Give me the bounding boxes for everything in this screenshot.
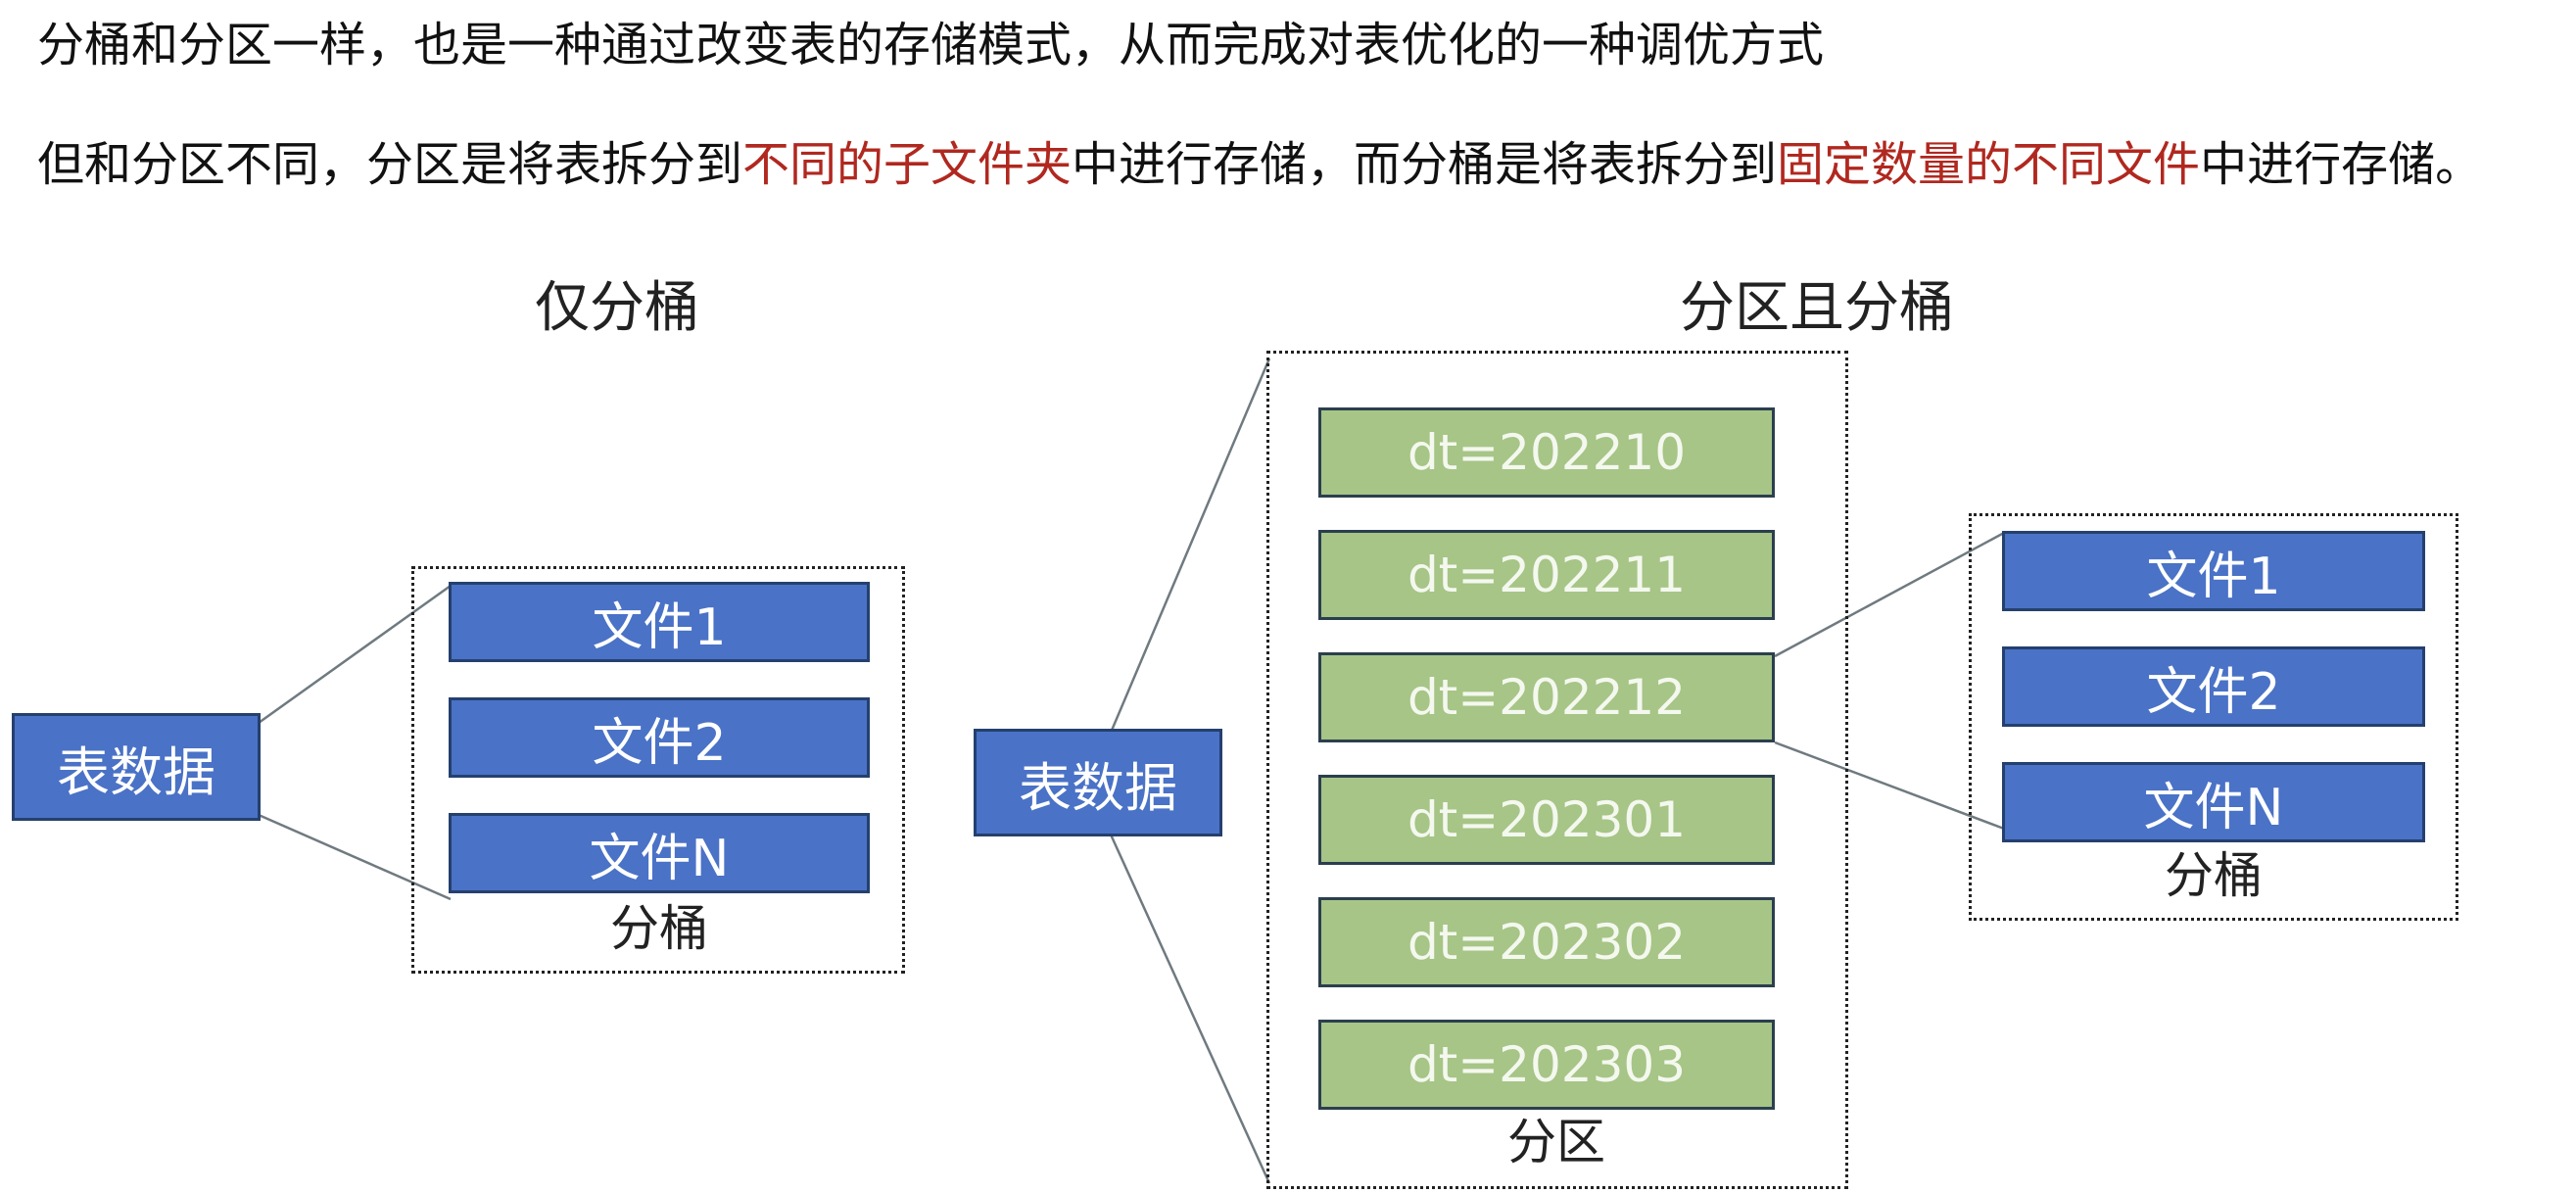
partition-box-4: dt=202301: [1318, 775, 1775, 865]
left-file-box-2: 文件2: [449, 697, 870, 778]
left-table-data-box: 表数据: [12, 713, 261, 821]
connector-partition-top: [1774, 531, 2005, 658]
left-panel-title: 仅分桶: [535, 276, 699, 340]
intro-line-2-part-1: 但和分区不同，分区是将表拆分到: [37, 137, 743, 192]
right-bucket-container: [1969, 513, 2458, 921]
left-bucket-container: [411, 566, 905, 974]
connector-right-bottom: [1109, 834, 1271, 1184]
right-table-data-box: 表数据: [974, 729, 1222, 836]
right-bucket-caption: 分桶: [2165, 847, 2263, 904]
partition-container: [1266, 351, 1848, 1189]
right-file-box-1: 文件1: [2002, 531, 2425, 611]
intro-line-2-part-2: 中进行存储，而分桶是将表拆分到: [1072, 137, 1778, 192]
intro-line-1: 分桶和分区一样，也是一种通过改变表的存储模式，从而完成对表优化的一种调优方式: [37, 18, 1825, 72]
connector-right-top: [1109, 358, 1271, 734]
connector-left-top: [258, 584, 452, 725]
partition-box-3: dt=202212: [1318, 652, 1775, 742]
connector-partition-bottom: [1774, 740, 2005, 831]
highlight-fixed-files: 固定数量的不同文件: [1777, 137, 2201, 192]
partition-box-2: dt=202211: [1318, 530, 1775, 620]
connector-left-bottom: [258, 813, 452, 901]
intro-line-2: 但和分区不同，分区是将表拆分到不同的子文件夹中进行存储，而分桶是将表拆分到固定数…: [37, 135, 2482, 194]
left-file-box-n: 文件N: [449, 813, 870, 893]
right-file-box-n: 文件N: [2002, 762, 2425, 842]
left-file-box-1: 文件1: [449, 582, 870, 662]
intro-line-2-part-3: 中进行存储。: [2200, 137, 2483, 192]
partition-caption: 分区: [1507, 1114, 1605, 1170]
partition-box-5: dt=202302: [1318, 897, 1775, 987]
partition-box-6: dt=202303: [1318, 1020, 1775, 1110]
right-file-box-2: 文件2: [2002, 646, 2425, 727]
partition-box-1: dt=202210: [1318, 407, 1775, 498]
highlight-subfolders: 不同的子文件夹: [742, 137, 1073, 192]
right-panel-title: 分区且分桶: [1680, 276, 1954, 340]
left-bucket-caption: 分桶: [610, 900, 708, 957]
